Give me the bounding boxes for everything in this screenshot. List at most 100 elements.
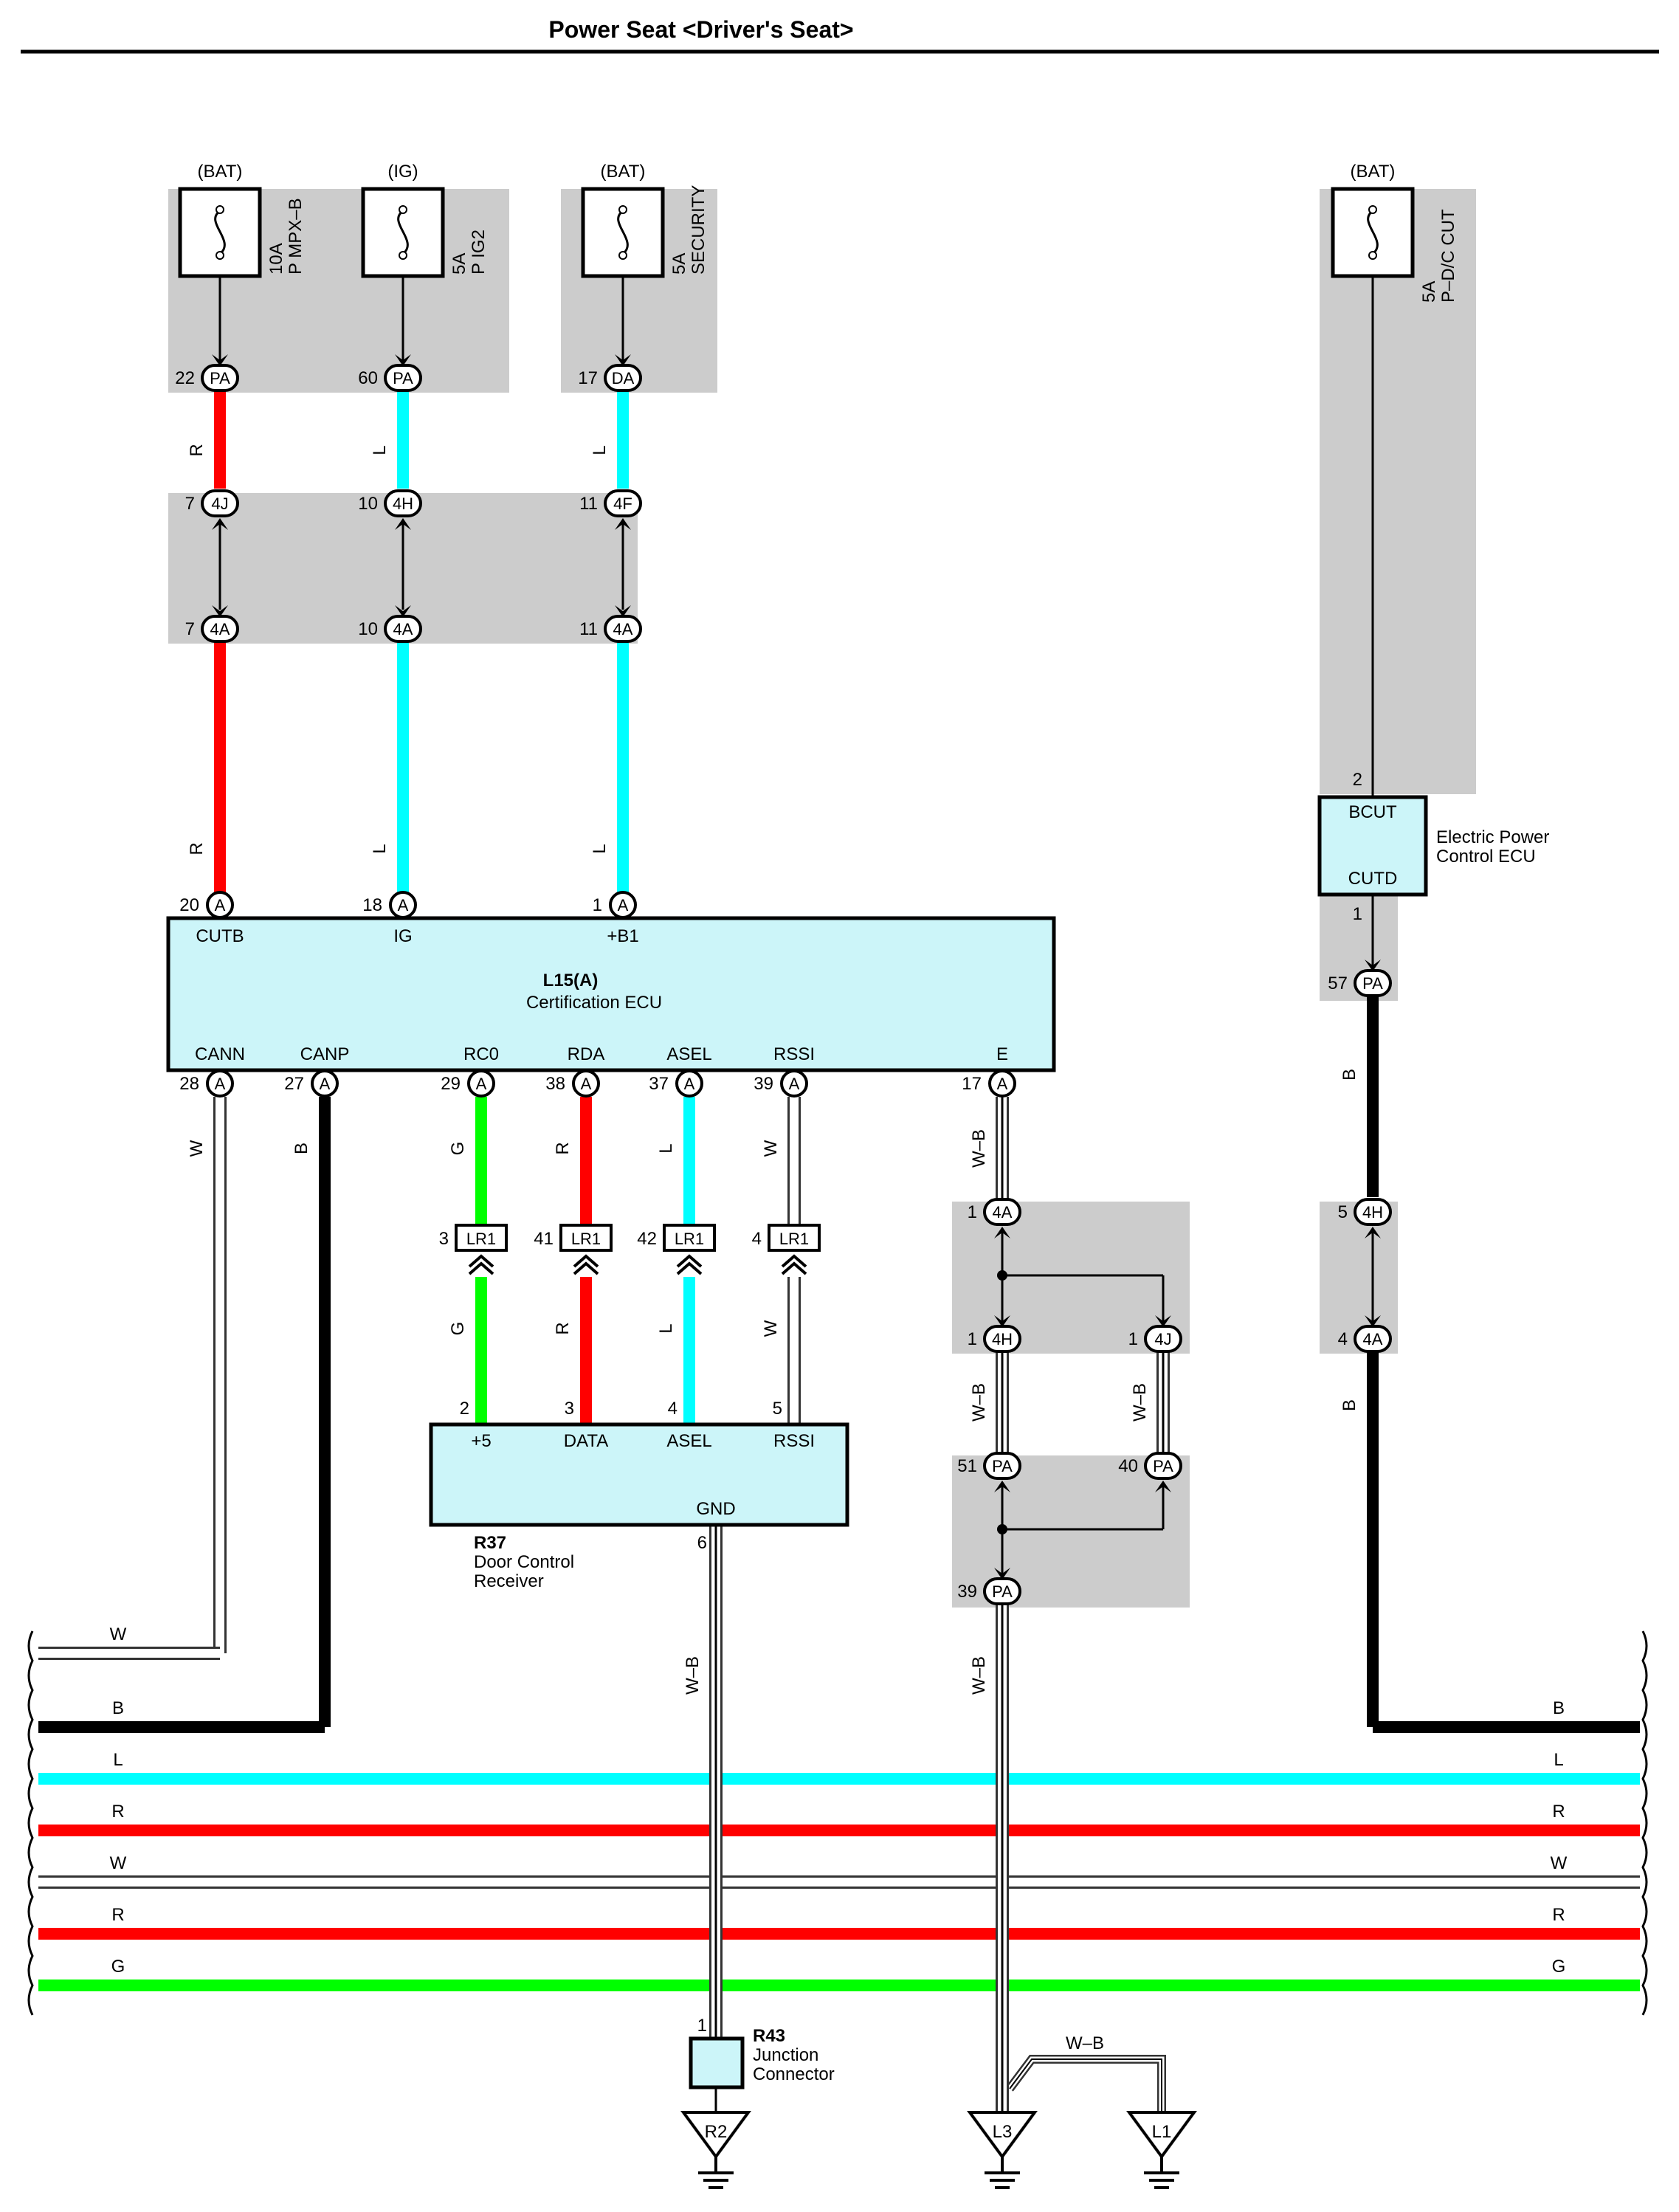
ground-icon — [1126, 2111, 1197, 2160]
junction-connector-box — [689, 2036, 745, 2089]
supply-label: (IG) — [387, 162, 418, 182]
connector-code: 4A — [1363, 1330, 1383, 1348]
pin-number: 39 — [754, 1074, 773, 1094]
pin-number: 10 — [358, 619, 378, 639]
pin-number: 1 — [968, 1202, 977, 1222]
chevron-icon — [573, 1254, 599, 1268]
arrow-down-icon — [212, 605, 228, 617]
fuse-element — [214, 210, 226, 255]
diagram-title: Power Seat <Driver's Seat> — [548, 16, 854, 43]
wire-color-label: W–B — [969, 1656, 989, 1695]
connector-pin — [983, 1452, 1021, 1480]
door-control-receiver-box — [429, 1422, 849, 1527]
fuse-rating: 5A — [669, 253, 689, 275]
pin-number: 1 — [593, 895, 602, 915]
junction-connector-name: Connector — [753, 2064, 835, 2084]
bus-label: L — [1554, 1750, 1563, 1770]
ground-label: L1 — [1152, 2122, 1172, 2142]
connector-code: A — [215, 1075, 226, 1093]
fuse-name: SECURITY — [689, 185, 709, 275]
fuse-terminal — [399, 205, 407, 214]
pin-number: 28 — [179, 1074, 199, 1094]
pin-number: 22 — [175, 368, 195, 388]
pin-number: 2 — [460, 1399, 469, 1419]
connector-pin — [1354, 1325, 1392, 1353]
pin-number: 5 — [773, 1399, 782, 1419]
receiver-code: R37 — [474, 1533, 506, 1553]
wire-color-label: L — [370, 844, 390, 853]
junction-connector-code: R43 — [753, 2026, 785, 2046]
fuse-element — [397, 210, 409, 255]
pin-number: 1 — [1353, 904, 1362, 924]
fuse-terminal — [216, 251, 224, 260]
terminal-label: +5 — [471, 1431, 491, 1451]
connector-pin — [604, 615, 642, 643]
terminal-label: RC0 — [463, 1044, 499, 1064]
arrow-down-icon — [395, 354, 411, 366]
pin-number: 60 — [358, 368, 378, 388]
receiver-name: Receiver — [474, 1571, 544, 1591]
bus-label: W — [110, 1853, 127, 1873]
connector-code: 4J — [211, 495, 228, 513]
connector-pin — [1144, 1325, 1182, 1353]
bus-label: B — [112, 1698, 124, 1718]
pin-number: 7 — [185, 619, 195, 639]
electric-power-control-ecu-box — [1317, 795, 1428, 897]
connector-pin — [384, 489, 422, 517]
wire-color-label: W — [761, 1140, 781, 1157]
power-ecu-name: Electric Power — [1436, 827, 1549, 847]
connector-pin — [604, 364, 642, 392]
pin-number: 1 — [968, 1329, 977, 1349]
pin-number: 42 — [637, 1229, 657, 1249]
dc-cut-shade — [1320, 189, 1476, 794]
wire-color-label: L — [370, 445, 390, 455]
bus-label: R — [111, 1905, 124, 1925]
fuse-name: P IG2 — [469, 230, 489, 275]
bus-label: R — [111, 1802, 124, 1822]
arrow-down-icon — [615, 354, 631, 366]
connector-code: 4A — [393, 620, 413, 638]
chevron-icon — [573, 1261, 599, 1275]
connector-code: A — [789, 1075, 800, 1093]
connector-pin — [201, 615, 239, 643]
ecu-terminal — [311, 1069, 339, 1098]
terminal-label: DATA — [564, 1431, 608, 1451]
bus-label: W — [1551, 1853, 1568, 1873]
pin-number: 4 — [668, 1399, 678, 1419]
pin-number: 3 — [565, 1399, 574, 1419]
bus-label: G — [111, 1957, 125, 1977]
arrow-down-icon — [994, 1315, 1010, 1327]
pin-number: 1 — [697, 2016, 707, 2036]
connector-pin — [1144, 1452, 1182, 1480]
pin-number: 5 — [1338, 1202, 1348, 1222]
pin-number: 27 — [284, 1074, 304, 1094]
arrow-down-icon — [1155, 1315, 1171, 1327]
connector-code: A — [476, 1075, 487, 1093]
connector-pin — [384, 364, 422, 392]
pin-number: 39 — [957, 1582, 977, 1602]
wire-color-label: W — [187, 1140, 207, 1157]
ecu-terminal — [609, 891, 637, 919]
wire-color-label: W–B — [1066, 2033, 1104, 2053]
lr1-connector — [455, 1224, 508, 1252]
ecu-name: Certification ECU — [526, 993, 662, 1013]
connector-code: LR1 — [571, 1230, 601, 1248]
break-line — [1641, 1630, 1648, 2016]
connector-pin — [983, 1325, 1021, 1353]
connector-code: A — [684, 1075, 695, 1093]
wire-color-label: R — [553, 1322, 573, 1334]
bus-label: B — [1553, 1698, 1565, 1718]
terminal-label: BCUT — [1348, 802, 1397, 822]
ground-label: R2 — [705, 2122, 728, 2142]
power-ecu-name: Control ECU — [1436, 847, 1536, 866]
connector-pin — [201, 489, 239, 517]
connector-pin — [384, 615, 422, 643]
fuse-terminal — [618, 251, 627, 260]
bus-label: W — [110, 1624, 127, 1644]
supply-label: (BAT) — [1351, 162, 1396, 182]
wire-color-label: W–B — [969, 1383, 989, 1422]
ecu-terminal — [572, 1069, 600, 1098]
lr1-connector — [768, 1224, 821, 1252]
lr1-connector — [663, 1224, 716, 1252]
ecu-terminal — [206, 891, 234, 919]
